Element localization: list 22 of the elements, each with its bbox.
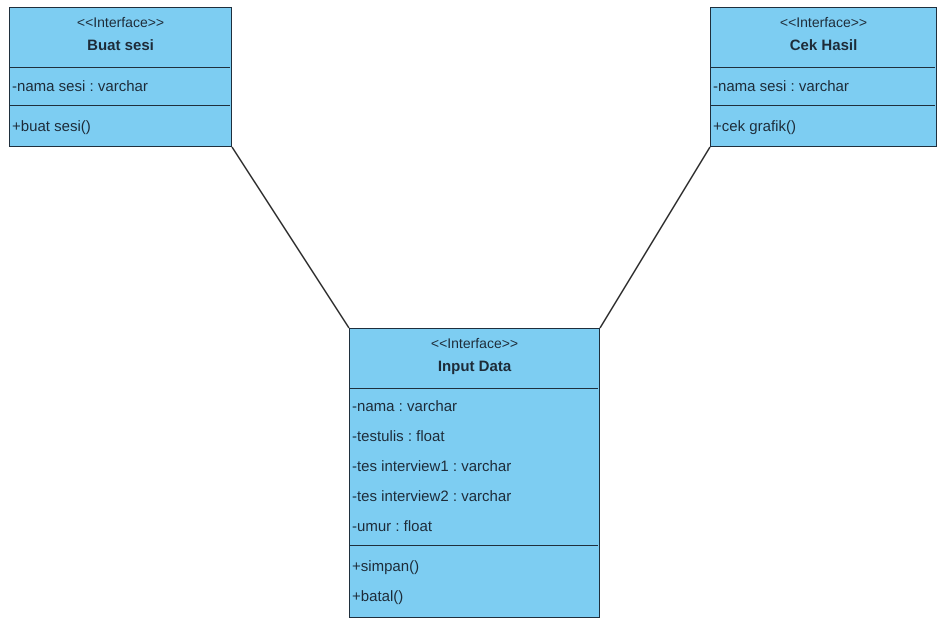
- association-line: [231, 146, 350, 328]
- association-line: [599, 146, 711, 328]
- class-box: [710, 7, 937, 147]
- attribute-text: -umur : float: [352, 517, 432, 537]
- method-text: +cek grafik(): [713, 116, 796, 136]
- class-box: [349, 328, 600, 618]
- stereotype-label: <<Interface>>: [430, 334, 518, 353]
- stereotype-label: <<Interface>>: [76, 13, 164, 32]
- method-text: +batal(): [352, 587, 404, 607]
- class-name: Input Data: [438, 357, 512, 377]
- attribute-text: -nama : varchar: [352, 397, 458, 417]
- class-name: Cek Hasil: [790, 36, 858, 56]
- attribute-text: -nama sesi : varchar: [12, 76, 148, 96]
- attribute-text: -tes interview1 : varchar: [352, 457, 512, 477]
- method-text: +buat sesi(): [12, 116, 91, 136]
- attribute-text: -nama sesi : varchar: [713, 76, 849, 96]
- stereotype-label: <<Interface>>: [780, 13, 868, 32]
- class-box: [9, 7, 232, 147]
- class-name: Buat sesi: [87, 36, 154, 56]
- attribute-text: -tes interview2 : varchar: [352, 487, 512, 507]
- attribute-text: -testulis : float: [352, 427, 445, 447]
- method-text: +simpan(): [352, 557, 420, 577]
